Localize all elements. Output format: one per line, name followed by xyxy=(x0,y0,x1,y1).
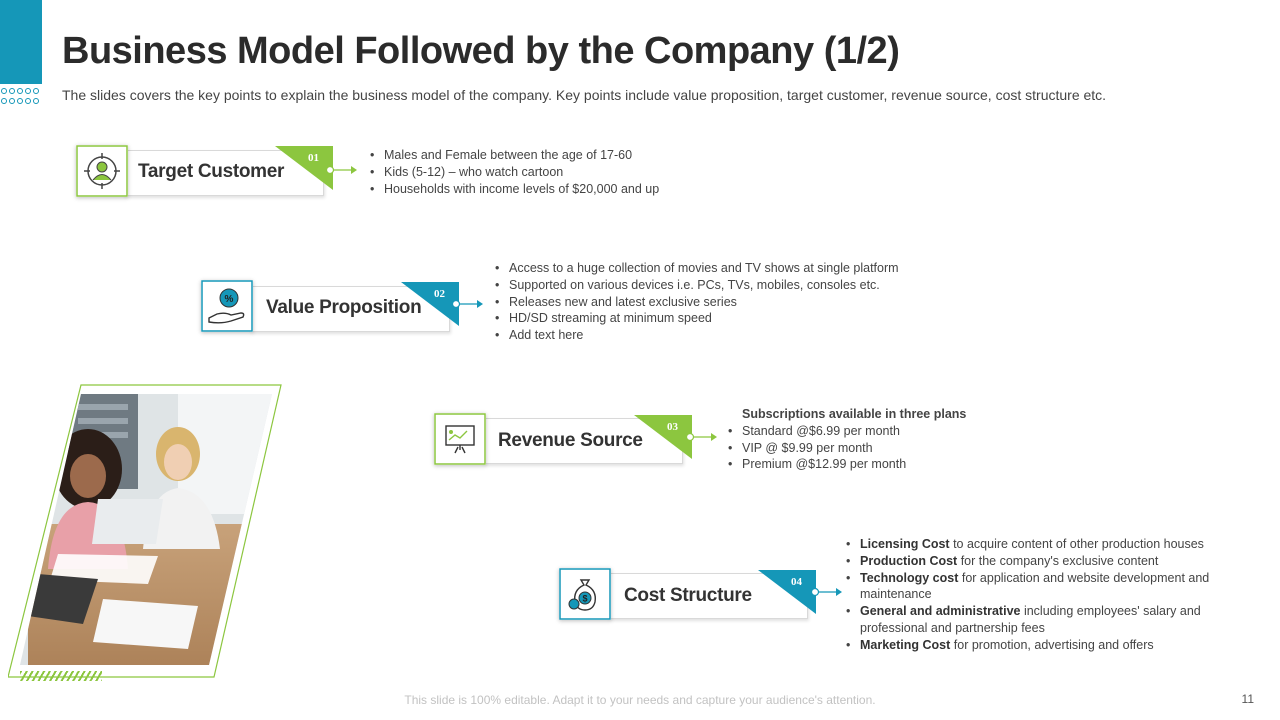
number-triangle xyxy=(401,282,459,326)
revenue-heading: Subscriptions available in three plans xyxy=(742,407,967,421)
list-item: Production Cost for the company's exclus… xyxy=(846,553,1226,570)
page-number: 11 xyxy=(1241,692,1254,706)
presentation-board-icon xyxy=(434,413,486,465)
revenue-source-block: Subscriptions available in three plans S… xyxy=(728,406,1062,473)
list-item: Standard @$6.99 per month xyxy=(728,423,1062,440)
value-hand-icon: % xyxy=(201,280,253,332)
list-item: Licensing Cost to acquire content of oth… xyxy=(846,536,1226,553)
icon-box: $ xyxy=(559,568,611,620)
corner-accent-bar xyxy=(0,0,42,84)
connector-arrow xyxy=(325,165,357,175)
list-item: Marketing Cost for promotion, advertisin… xyxy=(846,637,1226,654)
slide-footer-note: This slide is 100% editable. Adapt it to… xyxy=(404,693,876,707)
slide-title: Business Model Followed by the Company (… xyxy=(62,30,900,72)
list-item: Kids (5-12) – who watch cartoon xyxy=(370,164,750,181)
list-item: Add text here xyxy=(495,327,935,344)
connector-arrow xyxy=(685,432,717,442)
card-box xyxy=(124,150,324,196)
card-label: Target Customer xyxy=(138,161,285,182)
list-item: Premium @$12.99 per month xyxy=(728,456,1062,473)
list-item: General and administrative including emp… xyxy=(846,603,1226,637)
value-proposition-list: Access to a huge collection of movies an… xyxy=(495,260,935,344)
section-number: 02 xyxy=(434,288,445,300)
card-label: Value Proposition xyxy=(266,297,422,318)
svg-text:%: % xyxy=(225,294,234,305)
slide-subtitle: The slides covers the key points to expl… xyxy=(62,87,1107,103)
number-triangle xyxy=(758,570,816,614)
icon-box xyxy=(434,413,486,465)
corner-dots-decoration xyxy=(1,88,39,104)
money-bag-icon: $ xyxy=(559,568,611,620)
list-item: HD/SD streaming at minimum speed xyxy=(495,310,935,327)
cost-structure-list: Licensing Cost to acquire content of oth… xyxy=(846,536,1226,654)
number-triangle xyxy=(634,415,692,459)
connector-arrow xyxy=(810,587,842,597)
revenue-source-list: Standard @$6.99 per month VIP @ $9.99 pe… xyxy=(728,423,1062,473)
photo-stripes-decoration xyxy=(20,671,102,681)
list-item: Technology cost for application and webs… xyxy=(846,570,1226,604)
list-item: Releases new and latest exclusive series xyxy=(495,294,935,311)
section-number: 04 xyxy=(791,576,802,588)
svg-text:$: $ xyxy=(582,594,587,604)
target-customer-icon xyxy=(76,145,128,197)
meeting-photo xyxy=(8,384,282,678)
list-item: Access to a huge collection of movies an… xyxy=(495,260,935,277)
icon-box xyxy=(76,145,128,197)
icon-box: % xyxy=(201,280,253,332)
target-customer-list: Males and Female between the age of 17-6… xyxy=(370,147,750,197)
list-item: Supported on various devices i.e. PCs, T… xyxy=(495,277,935,294)
connector-arrow xyxy=(451,299,483,309)
list-item: VIP @ $9.99 per month xyxy=(728,440,1062,457)
section-number: 01 xyxy=(308,152,319,164)
list-item: Males and Female between the age of 17-6… xyxy=(370,147,750,164)
card-label: Revenue Source xyxy=(498,430,643,451)
section-number: 03 xyxy=(667,421,678,433)
list-item: Households with income levels of $20,000… xyxy=(370,181,750,198)
number-triangle xyxy=(275,146,333,190)
card-label: Cost Structure xyxy=(624,585,752,606)
